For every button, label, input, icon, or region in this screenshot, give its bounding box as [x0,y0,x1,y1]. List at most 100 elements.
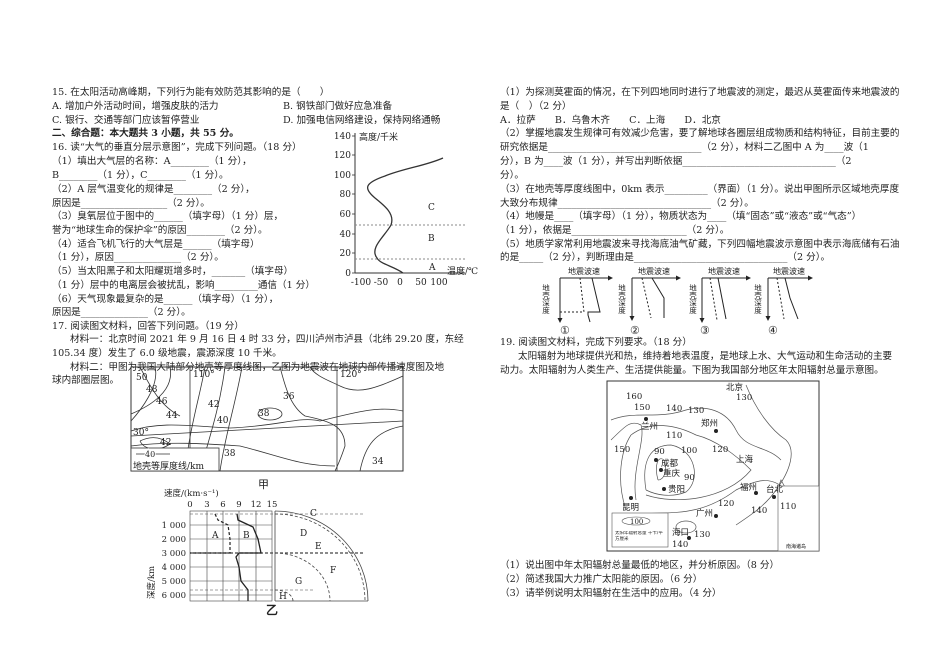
figure-shape [274,552,331,602]
figure-shape: C D E F G H [279,509,336,602]
contour-label: 150 [634,403,650,413]
figure-shape [219,366,243,472]
wave-b-curve [235,513,262,601]
figure-shape: 160 150 140 130 130 110 100 90 90 120 15… [614,392,796,550]
wave-a-curve [190,513,231,554]
y-axis-label: 深度/km [146,566,157,599]
figure-shape [189,510,273,602]
y-tick: 40 [340,230,352,240]
q17-stem: 17. 阅读图文材料，回答下列问题。（19 分） [52,321,244,332]
x-tick: 6 [220,500,225,510]
y-tick: 80 [340,190,352,200]
figure-shape [130,408,404,432]
q16-line: 誉为“地球生命的保护伞”的原因________（2 分）。 [52,225,268,236]
q19-question: （2）简述我国大力推广太阳能的原因。（6 分） [500,574,703,585]
figure-shape [772,495,776,499]
figure-shape [620,425,752,511]
contour-label: 42 [160,438,171,448]
inset-label: 南海诸岛 [786,543,806,550]
layer-label-a: A [428,263,436,273]
figure-shape [651,277,665,318]
y-tick: 3 000 [162,549,186,559]
city-label: 上海 [736,454,754,465]
q19-question: （1）说出图中年太阳辐射总量最低的地区，并分析原因。（8 分） [500,560,780,571]
q18-line: 的是_____（2 分），判断理由是______________________… [500,252,831,263]
q16-line: （1 分），原因______________（2 分）。 [52,252,224,263]
figure-shape [610,422,643,501]
legend-box [611,512,669,548]
wave-diagram-y-label: 地壳深度 [688,283,697,316]
q18-1-stem-cont: 是（ ）（2 分） [500,101,572,112]
city-label: 兰州 [641,421,658,432]
y-tick: 6 000 [162,591,186,601]
wave-diagram-x-label: 地震波速 [638,266,670,276]
figure-shape [662,487,666,491]
longitude-label: 120° [340,370,362,380]
contour-label: 140 [666,404,682,414]
x-tick: 9 [236,500,241,510]
city-label: 郑州 [701,418,718,429]
q15-option-d: D. 加强电信网络建设，保持网络通畅 [283,115,441,126]
contour-label: 50 [136,373,148,383]
y-tick: 4 000 [162,563,186,573]
q15-stem: 15. 在太阳活动高峰期，下列行为能有效防范其影响的是（ ） [52,87,330,98]
figure-shape [587,277,601,323]
contour-label: 140 [751,506,767,516]
figure-shape [644,417,648,421]
figure-shape [735,384,792,526]
contour-label: 46 [156,397,168,407]
q15-option-c: C. 银行、交通等部门应该暂停营业 [52,115,200,126]
q18-1-stem: （1）为探测莫霍面的情况，在下列四地同时进行了地震波的测定，最迟从莫霍面传来地震… [500,87,900,98]
contour-label: 130 [694,530,710,540]
diagram-number: ③ [700,324,710,337]
diagram-number: ① [560,324,570,337]
y-tick: 140 [334,132,351,142]
x-tick: 0 [187,500,192,510]
figure-shape [654,458,658,462]
q18-line: （3）在地壳等厚度线图中，0km 表示_________（界面）（1 分）。说出… [500,184,900,195]
figure-shape: 0 3 6 9 12 15 [187,500,277,510]
figure-shape [644,444,695,496]
q16-stem: 16. 读“大气的垂直分层示意图”，完成下列问题。（18 分） [52,142,302,153]
q18-line: 大致分布规律________________________________（2… [500,198,754,209]
q19-stem: 19. 阅读图文材料，完成下列要求。（18 分） [500,337,692,348]
figure-shape: ① ② ③ ④ [560,324,778,337]
figure-shape [139,366,181,417]
figure-shape [352,133,465,274]
contour-label: 110 [780,502,796,512]
longitude-label: 110° [193,370,215,380]
section-heading: 二、综合题：本大题共 3 小题，共 55 分。 [52,128,239,139]
figure-shape [352,135,355,274]
contour-label: 90 [654,447,665,457]
city-label: 重庆 [663,468,681,479]
inset-box [777,485,820,552]
figure-shape [621,516,651,526]
contour-label: 130 [688,406,704,416]
q16-line: B________（1 分），C________（1 分）。 [52,170,229,181]
contour-label: 38 [224,449,236,459]
city-label: 福州 [740,482,757,493]
figure-shape [139,437,171,450]
contour-label: 160 [626,392,642,402]
q15-option-a: A. 增加户外活动时间，增强皮肤的活力 [52,101,219,112]
wave-diagram-x-label: 地震波速 [708,266,740,276]
y-tick: 60 [340,210,352,220]
contour-label: 38 [258,409,270,419]
q19-text: 太阳辐射为地球提供光和热，维持着地表温度，是地球上水、大气运动和生命活动的主要 [518,351,893,362]
y-tick: 5 000 [162,577,186,587]
x-tick: 3 [204,500,209,510]
atmosphere-chart: 0 20 40 60 80 100 120 140 -100 -50 0 50 … [334,131,478,288]
figure-shape [629,496,633,500]
figure-shape [709,277,718,321]
city-label: 成都 [661,458,679,469]
material-2-cont: 球内部圈层图。 [52,375,120,386]
contour-label: 120 [712,445,728,455]
q18-line: （1 分），依据是________________________（2 分）。 [500,225,730,236]
legend-contour-value: 100 [630,518,643,526]
figure-shape: 0 20 40 60 80 100 120 140 [334,132,351,279]
q18-1-options: A．拉萨 B．乌鲁木齐 C．上海 D．北京 [500,115,721,126]
contour-label: 48 [146,385,158,395]
figure-shape [579,277,585,313]
city-label: 北京 [726,382,743,393]
figure-shape [641,277,652,319]
